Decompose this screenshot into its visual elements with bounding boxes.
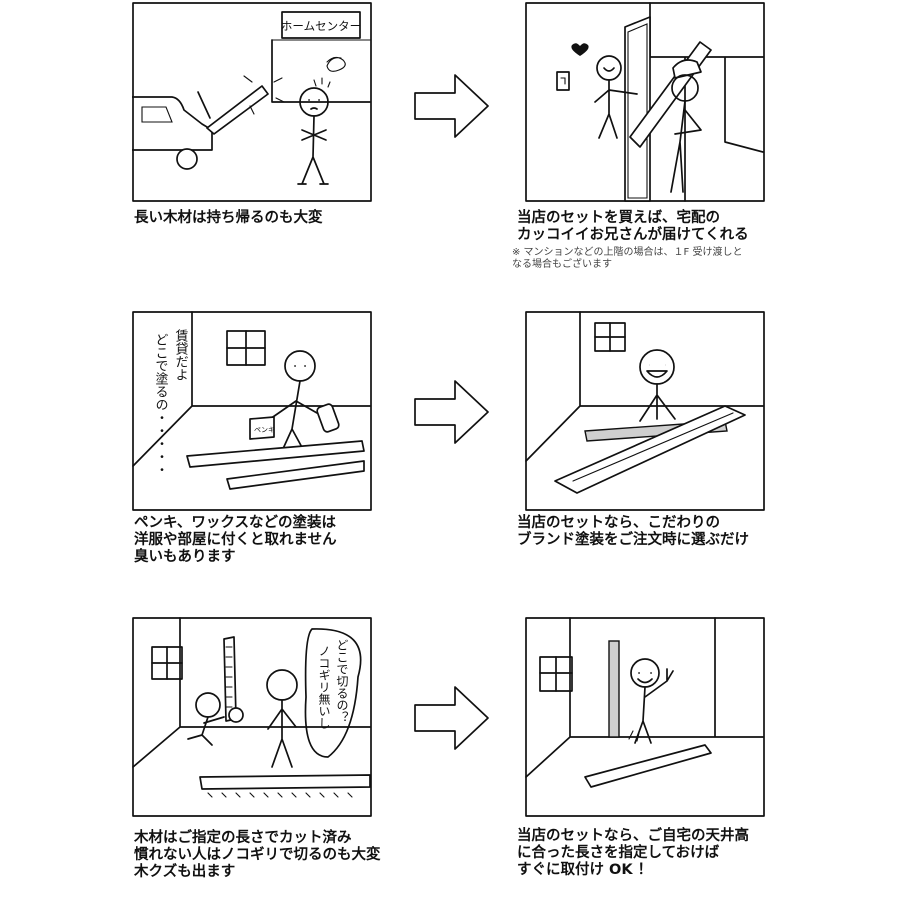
right-arrow-icon <box>413 684 491 752</box>
speech-no-saw: ノコギリ無いし <box>317 645 331 729</box>
home-center-sign: ホームセンター <box>281 19 361 33</box>
caption-panel-2: 当店のセットを買えば、宅配の カッコイイお兄さんが届けてくれる <box>517 210 749 243</box>
comic-panel-4 <box>525 311 765 511</box>
comic-panel-1: ホームセンター <box>132 2 372 202</box>
caption-panel-3: ペンキ、ワックスなどの塗装は 洋服や部屋に付くと取れません 臭いもあります <box>134 515 337 565</box>
paint-can-label: ペンキ <box>254 426 275 434</box>
comic-panel-3: 賃貸だよ どこで塗るの・・・・・ ペンキ <box>132 311 372 511</box>
comic-panel-5: どこで切るの？ ノコギリ無いし <box>132 617 372 817</box>
caption-panel-4: 当店のセットなら、こだわりの ブランド塗装をご注文時に選ぶだけ <box>517 515 749 548</box>
speech-where-cut: どこで切るの？ <box>335 639 349 723</box>
speech-where-paint: どこで塗るの・・・・・ <box>153 333 169 476</box>
caption-panel-5: 木材はご指定の長さでカット済み 慣れない人はノコギリで切るのも大変 木クズも出ま… <box>134 830 381 880</box>
right-arrow-icon <box>413 72 491 140</box>
comic-panel-6 <box>525 617 765 817</box>
heart-icon <box>571 43 589 56</box>
speech-rent: 賃貸だよ <box>173 329 189 381</box>
caption-panel-6: 当店のセットなら、ご自宅の天井高 に合った長さを指定しておけば すぐに取付け O… <box>517 828 749 878</box>
right-arrow-icon <box>413 378 491 446</box>
caption-panel-1: 長い木材は持ち帰るのも大変 <box>134 210 323 226</box>
comic-panel-2 <box>525 2 765 202</box>
footnote-panel-2: ※ マンションなどの上階の場合は、１F 受け渡しと なる場合もございます <box>512 247 743 270</box>
